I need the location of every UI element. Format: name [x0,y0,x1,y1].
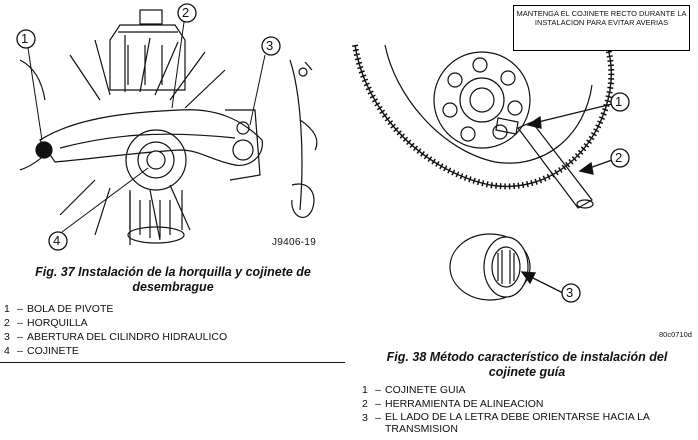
callout-1-label: 1 [21,31,29,46]
legend-item: 4–COJINETE [4,345,79,357]
left-column-divider [0,362,345,363]
flywheel [352,8,615,190]
callout-r1-circle [610,92,630,112]
callout-r3-label: 3 [566,285,574,300]
callout-r3-circle [561,283,581,303]
callout-r2-label: 2 [615,150,623,165]
callout-2-circle [177,3,197,23]
left-figure-code: J9406-19 [272,237,317,248]
fig38-caption: Fig. 38 Método característico de instala… [386,350,668,379]
crank-flange [433,51,531,149]
fig37-caption: Fig. 37 Instalación de la horquilla y co… [35,265,311,294]
legend-item: 3–ABERTURA DEL CILINDRO HIDRAULICO [4,331,228,343]
legend-item: 1–COJINETE GUIA [362,384,466,396]
fig37-legend: 1–BOLA DE PIVOTE 2–HORQUILLA 3–ABERTURA … [4,302,334,358]
pilot-bearing-detail [449,233,531,301]
callout-r1-label: 1 [615,94,623,109]
warning-note: MANTENGA EL COJINETE RECTO DURANTE LA IN… [513,5,690,51]
right-figure-code: 80c0710d [659,330,692,339]
pivot-ball [35,141,53,159]
hydraulic-opening [225,109,261,181]
legend-item: 3–EL LADO DE LA LETRA DEBE ORIENTARSE HA… [362,411,650,435]
clutch-fingers [19,35,226,245]
callout-r2-circle [610,148,630,168]
release-bearing [125,129,187,244]
callout-4-label: 4 [53,233,61,248]
callout-1-circle [16,29,36,49]
callout-3-label: 3 [266,38,274,53]
bellhousing-edge [289,59,318,218]
alignment-tool [517,121,594,209]
pilot-bearing-installed [495,117,519,135]
legend-item: 1–BOLA DE PIVOTE [4,303,114,315]
housing-block [109,9,186,91]
legend-item: 2–HERRAMIENTA DE ALINEACION [362,398,544,410]
fork-bearing-illustration [16,3,318,251]
pilot-bearing-illustration [352,8,630,303]
callout-2-label: 2 [182,5,190,20]
legend-item: 2–HORQUILLA [4,317,88,329]
fig38-legend: 1–COJINETE GUIA 2–HERRAMIENTA DE ALINEAC… [362,383,692,435]
callout-3-circle [261,36,281,56]
callout-4-circle [48,231,68,251]
